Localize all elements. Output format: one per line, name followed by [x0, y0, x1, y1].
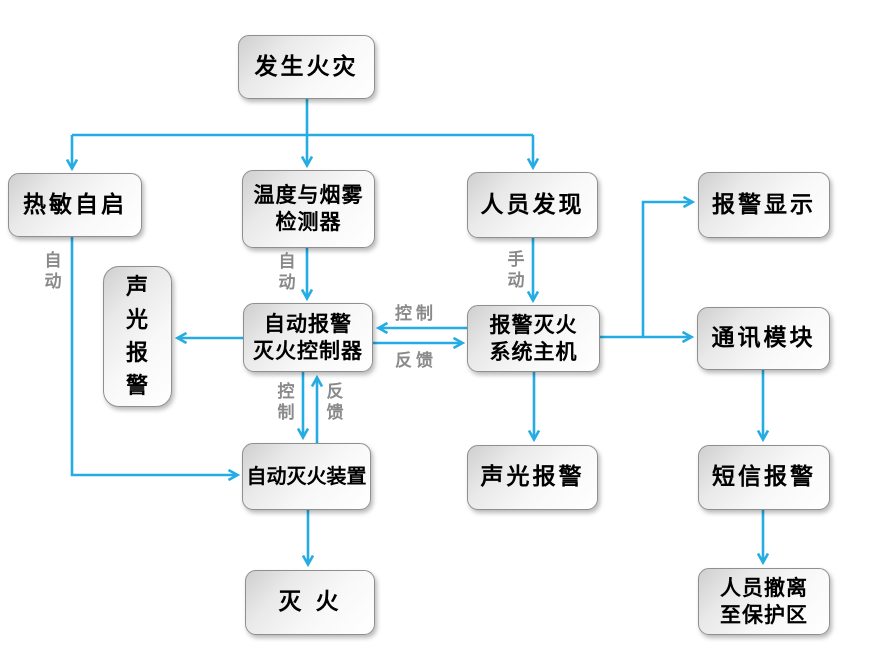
node-personnel-discovery: 人员发现: [467, 172, 598, 238]
node-thermal-auto-start: 热敏自启: [8, 173, 142, 237]
edge-label-feedback-horizontal: 反馈: [395, 351, 437, 371]
edge-branch-to-alarm-display: [641, 202, 692, 337]
node-alarm-extinguish-system-host: 报警灭火 系统主机: [467, 305, 600, 372]
node-auto-alarm-extinguish-controller: 自动报警 灭火控制器: [243, 303, 373, 372]
edge-label-manual: 手 动: [507, 250, 525, 291]
node-fire-occurs: 发生火灾: [238, 35, 375, 99]
edge-label-feedback-vertical: 反 馈: [326, 382, 344, 423]
node-evacuate-to-protected-area: 人员撤离 至保护区: [698, 568, 830, 635]
edge-thermal-to-extinguisher: [70, 237, 237, 475]
edge-label-control-horizontal: 控制: [395, 304, 437, 324]
node-alarm-display: 报警显示: [698, 172, 830, 238]
node-extinguish-fire: 灭 火: [245, 570, 375, 635]
edge-label-control-vertical: 控 制: [277, 382, 295, 423]
node-sms-alarm: 短信报警: [698, 445, 830, 510]
edge-label-auto-mid: 自 动: [278, 252, 296, 293]
node-temp-smoke-detector: 温度与烟雾 检测器: [242, 170, 375, 248]
node-communication-module: 通讯模块: [697, 307, 830, 370]
edge-label-auto-left: 自 动: [44, 251, 62, 292]
node-sound-light-alarm-side: 声 光 报 警: [103, 266, 172, 407]
node-sound-light-alarm: 声光报警: [467, 445, 598, 510]
node-auto-extinguishing-device: 自动灭火装置: [242, 443, 371, 510]
